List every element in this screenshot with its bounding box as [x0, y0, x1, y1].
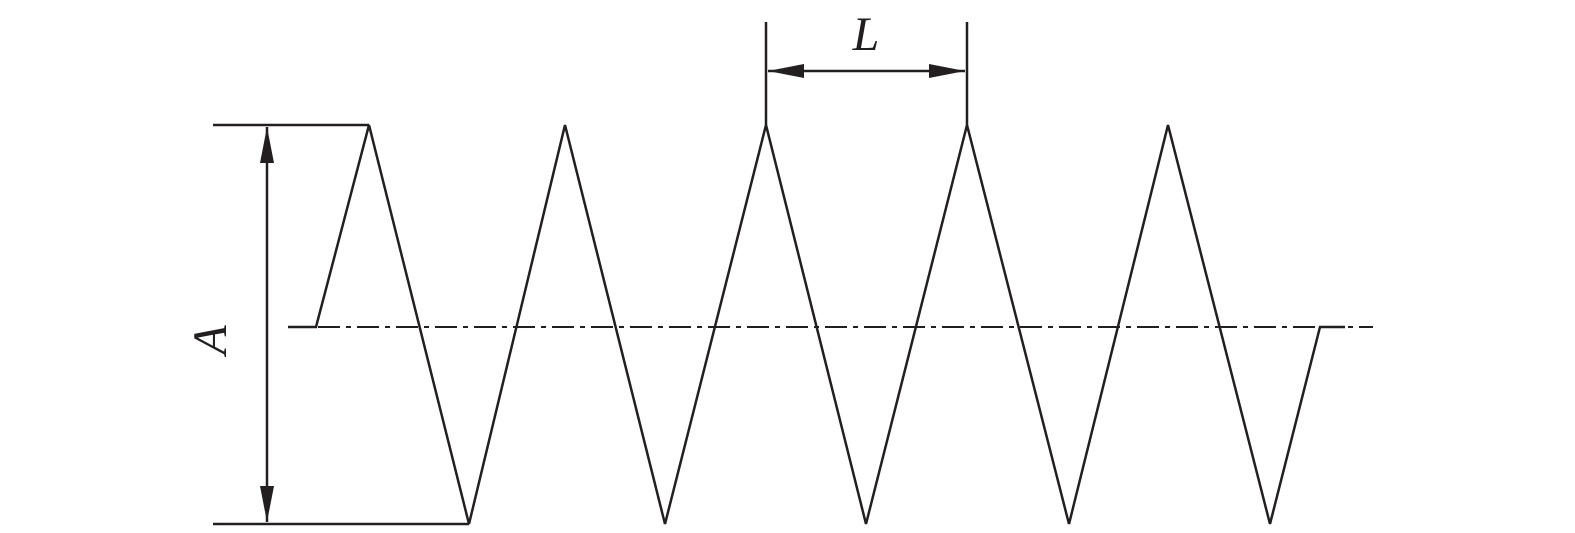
wavelength-label: L: [852, 8, 880, 61]
amplitude-label: A: [184, 325, 237, 358]
triangular-wave: [288, 124, 1345, 525]
